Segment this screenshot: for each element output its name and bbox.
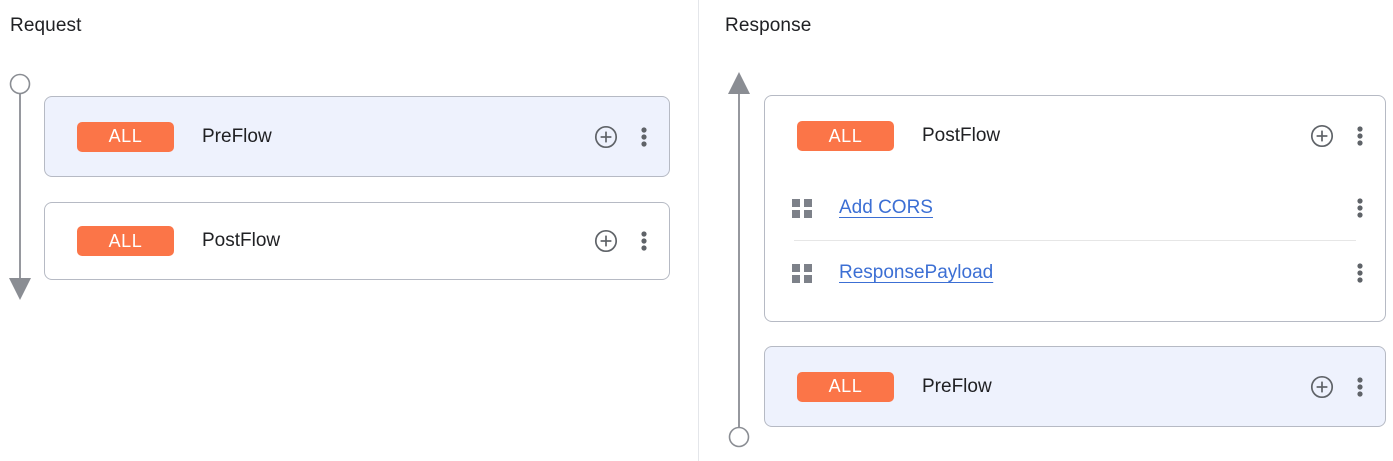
plus-circle-icon[interactable] xyxy=(593,124,619,150)
plus-circle-icon[interactable] xyxy=(1309,123,1335,149)
flow-card-header[interactable]: ALL PostFlow xyxy=(765,96,1385,176)
response-flow-card-postflow[interactable]: ALL PostFlow xyxy=(764,95,1386,322)
flow-card-actions xyxy=(593,124,655,150)
method-badge: ALL xyxy=(797,121,894,151)
policy-row[interactable]: Add CORS xyxy=(765,176,1385,240)
response-flow-connector xyxy=(719,68,759,448)
drag-grid-icon[interactable] xyxy=(791,197,815,219)
drag-grid-icon[interactable] xyxy=(791,262,815,284)
response-panel-title: Response xyxy=(725,15,812,36)
request-connector-start-circle-icon xyxy=(9,73,31,95)
more-vert-icon[interactable] xyxy=(635,228,655,254)
request-connector-arrow-down-icon xyxy=(9,278,31,300)
method-badge: ALL xyxy=(77,121,174,152)
response-panel: Response ALL PostFlow xyxy=(699,0,1393,461)
request-panel: Request ALL PreFlow xyxy=(0,15,670,310)
flow-name-label: PostFlow xyxy=(202,230,281,251)
request-flow-card-preflow[interactable]: ALL PreFlow xyxy=(44,96,670,177)
policy-separator xyxy=(794,240,1356,241)
request-flow-connector xyxy=(0,70,40,310)
more-vert-icon[interactable] xyxy=(1351,260,1371,286)
flow-name-label: PreFlow xyxy=(922,375,992,397)
response-connector-arrow-up-icon xyxy=(728,72,750,94)
flow-name-label: PostFlow xyxy=(922,125,1001,146)
plus-circle-icon[interactable] xyxy=(1309,374,1335,400)
flow-card-actions xyxy=(593,228,655,254)
more-vert-icon[interactable] xyxy=(1351,195,1371,221)
response-connector-end-circle-icon xyxy=(728,426,750,448)
flow-card-header[interactable]: ALL PostFlow xyxy=(45,203,669,279)
flow-card-actions xyxy=(1309,374,1371,400)
flow-card-header[interactable]: ALL PreFlow xyxy=(45,97,669,176)
method-badge: ALL xyxy=(77,226,174,256)
plus-circle-icon[interactable] xyxy=(593,228,619,254)
request-flow-card-postflow[interactable]: ALL PostFlow xyxy=(44,202,670,280)
policy-row[interactable]: ResponsePayload xyxy=(765,241,1385,305)
more-vert-icon[interactable] xyxy=(1351,374,1371,400)
policy-link[interactable]: ResponsePayload xyxy=(839,262,994,283)
policy-link[interactable]: Add CORS xyxy=(839,197,933,218)
flow-name-label: PreFlow xyxy=(202,125,272,147)
flow-card-header[interactable]: ALL PreFlow xyxy=(765,347,1385,426)
more-vert-icon[interactable] xyxy=(1351,123,1371,149)
flow-card-actions xyxy=(1309,123,1371,149)
method-badge: ALL xyxy=(797,371,894,402)
request-panel-title: Request xyxy=(10,15,82,36)
panel-divider xyxy=(698,0,699,461)
more-vert-icon[interactable] xyxy=(635,124,655,150)
response-flow-card-preflow[interactable]: ALL PreFlow xyxy=(764,346,1386,427)
